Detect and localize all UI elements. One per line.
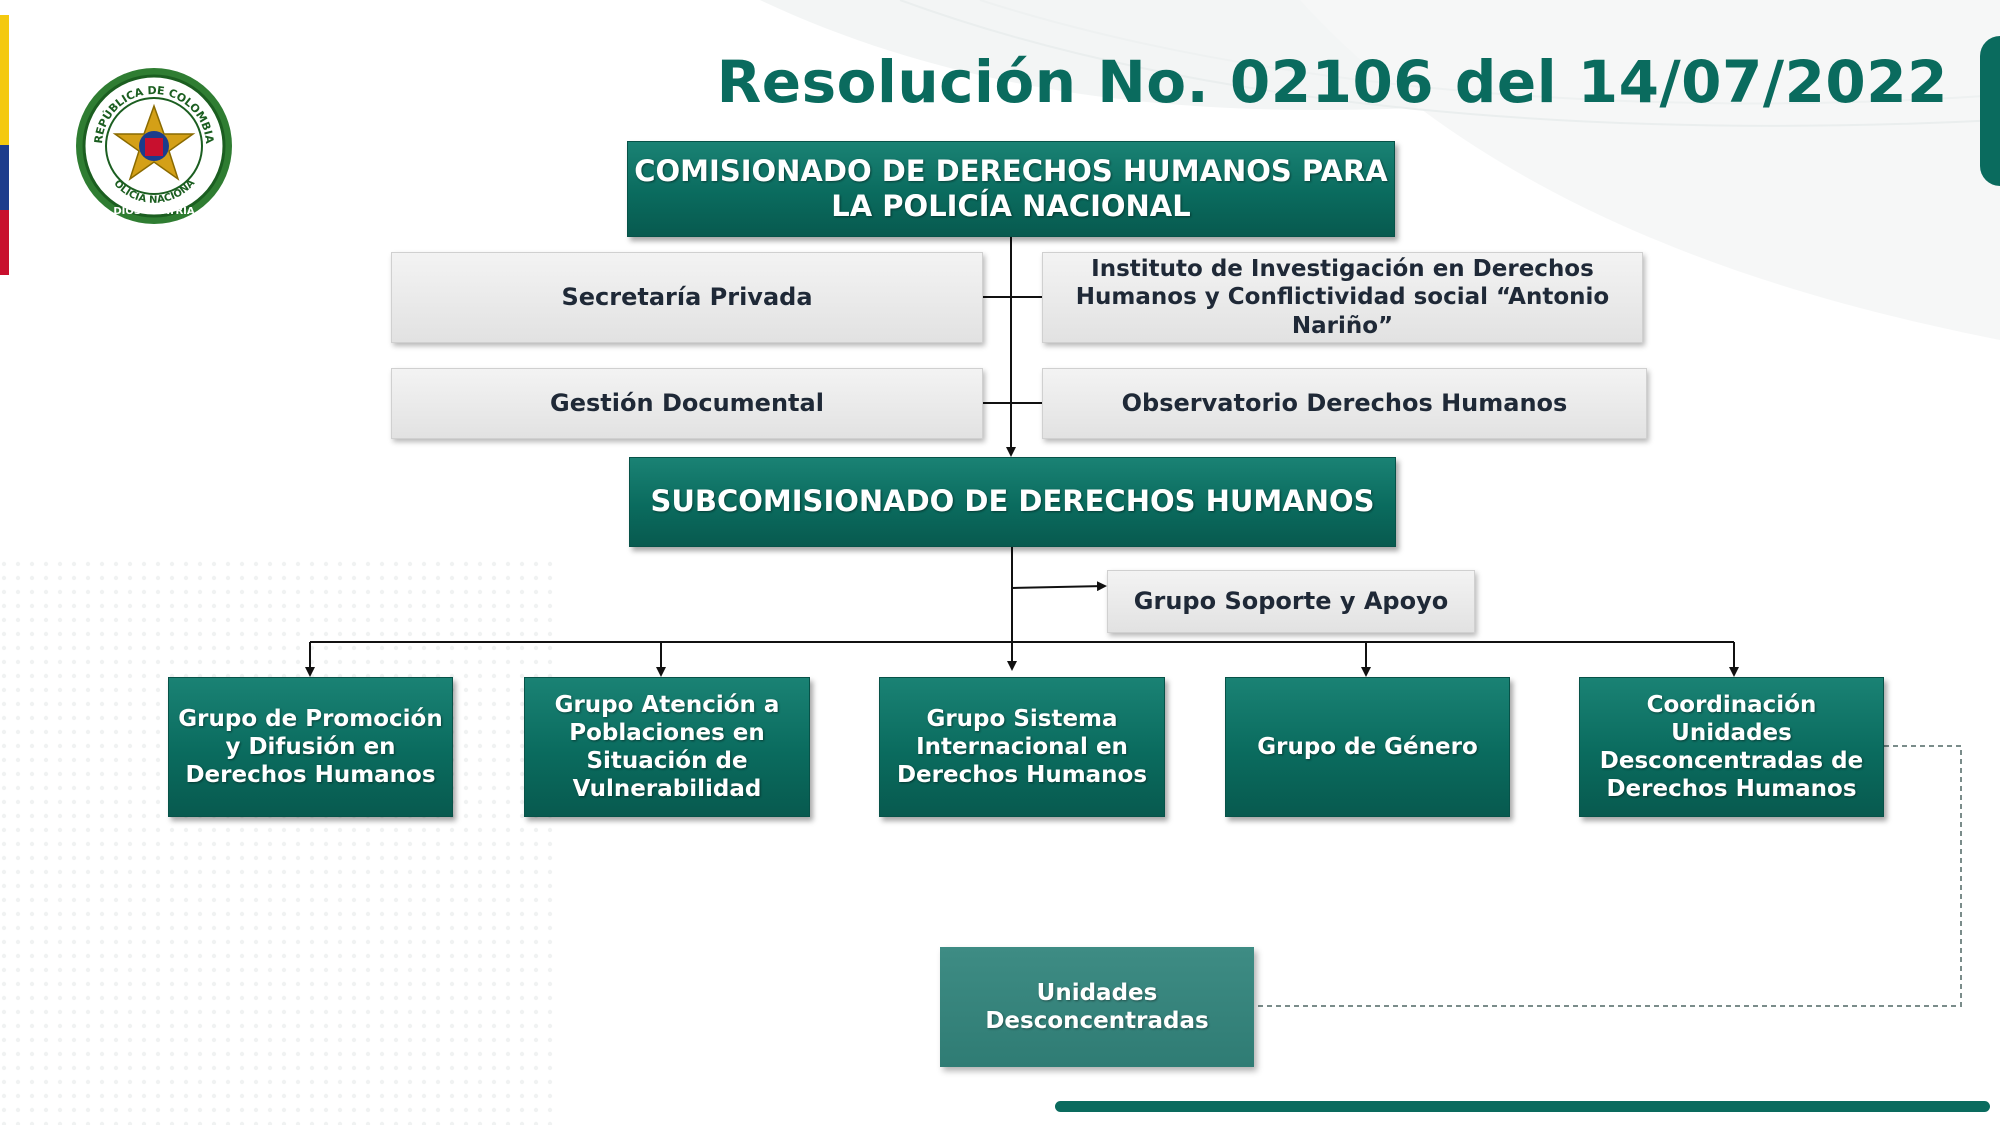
soporte-label: Grupo Soporte y Apoyo: [1133, 586, 1449, 615]
group-label: Grupo Sistema Internacional en Derechos …: [896, 705, 1148, 789]
group-label: Coordinación Unidades Desconcentradas de…: [1599, 691, 1864, 803]
observatorio-label: Observatorio Derechos Humanos: [1121, 388, 1568, 417]
gestion-label: Gestión Documental: [550, 388, 824, 417]
flag-stripe-yellow: [0, 15, 9, 145]
subcommissioner-box: SUBCOMISIONADO DE DERECHOS HUMANOS: [629, 457, 1396, 547]
connector-soporte: [1011, 581, 1107, 592]
flag-stripe-red: [0, 210, 9, 275]
connector-units-dotted: [1254, 745, 1962, 1007]
group-box-genero: Grupo de Género: [1225, 677, 1510, 817]
group-label: Grupo de Promoción y Difusión en Derecho…: [178, 705, 443, 789]
seal-ring-bottom: DIOS Y PATRIA: [113, 206, 195, 217]
secretaria-label: Secretaría Privada: [561, 282, 813, 311]
flag-stripe-blue: [0, 145, 9, 210]
commissioner-label: COMISIONADO DE DERECHOS HUMANOS PARA LA …: [634, 153, 1388, 223]
secretaria-box: Secretaría Privada: [391, 252, 983, 343]
soporte-box: Grupo Soporte y Apoyo: [1107, 570, 1475, 633]
group-box-atencion: Grupo Atención a Poblaciones en Situació…: [524, 677, 810, 817]
units-box: Unidades Desconcentradas: [940, 947, 1254, 1067]
police-seal-icon: REPÚBLICA DE COLOMBIA POLICÍA NACIONAL D…: [72, 64, 232, 224]
page-title: Resolución No. 02106 del 14/07/2022: [716, 48, 1948, 116]
group-box-sistema: Grupo Sistema Internacional en Derechos …: [879, 677, 1165, 817]
group-label: Grupo de Género: [1257, 733, 1478, 760]
right-edge-tab: [1980, 36, 2000, 186]
observatorio-box: Observatorio Derechos Humanos: [1042, 368, 1647, 439]
subcommissioner-label: SUBCOMISIONADO DE DERECHOS HUMANOS: [650, 484, 1375, 519]
gestion-box: Gestión Documental: [391, 368, 983, 439]
instituto-label: Instituto de Investigación en Derechos H…: [1075, 256, 1610, 339]
group-box-promocion: Grupo de Promoción y Difusión en Derecho…: [168, 677, 453, 817]
footer-bar: [1055, 1101, 1990, 1112]
instituto-box: Instituto de Investigación en Derechos H…: [1042, 252, 1643, 343]
units-label: Unidades Desconcentradas: [985, 979, 1209, 1034]
group-box-coordinacion: Coordinación Unidades Desconcentradas de…: [1579, 677, 1884, 817]
group-label: Grupo Atención a Poblaciones en Situació…: [554, 691, 780, 803]
commissioner-box: COMISIONADO DE DERECHOS HUMANOS PARA LA …: [627, 141, 1395, 237]
